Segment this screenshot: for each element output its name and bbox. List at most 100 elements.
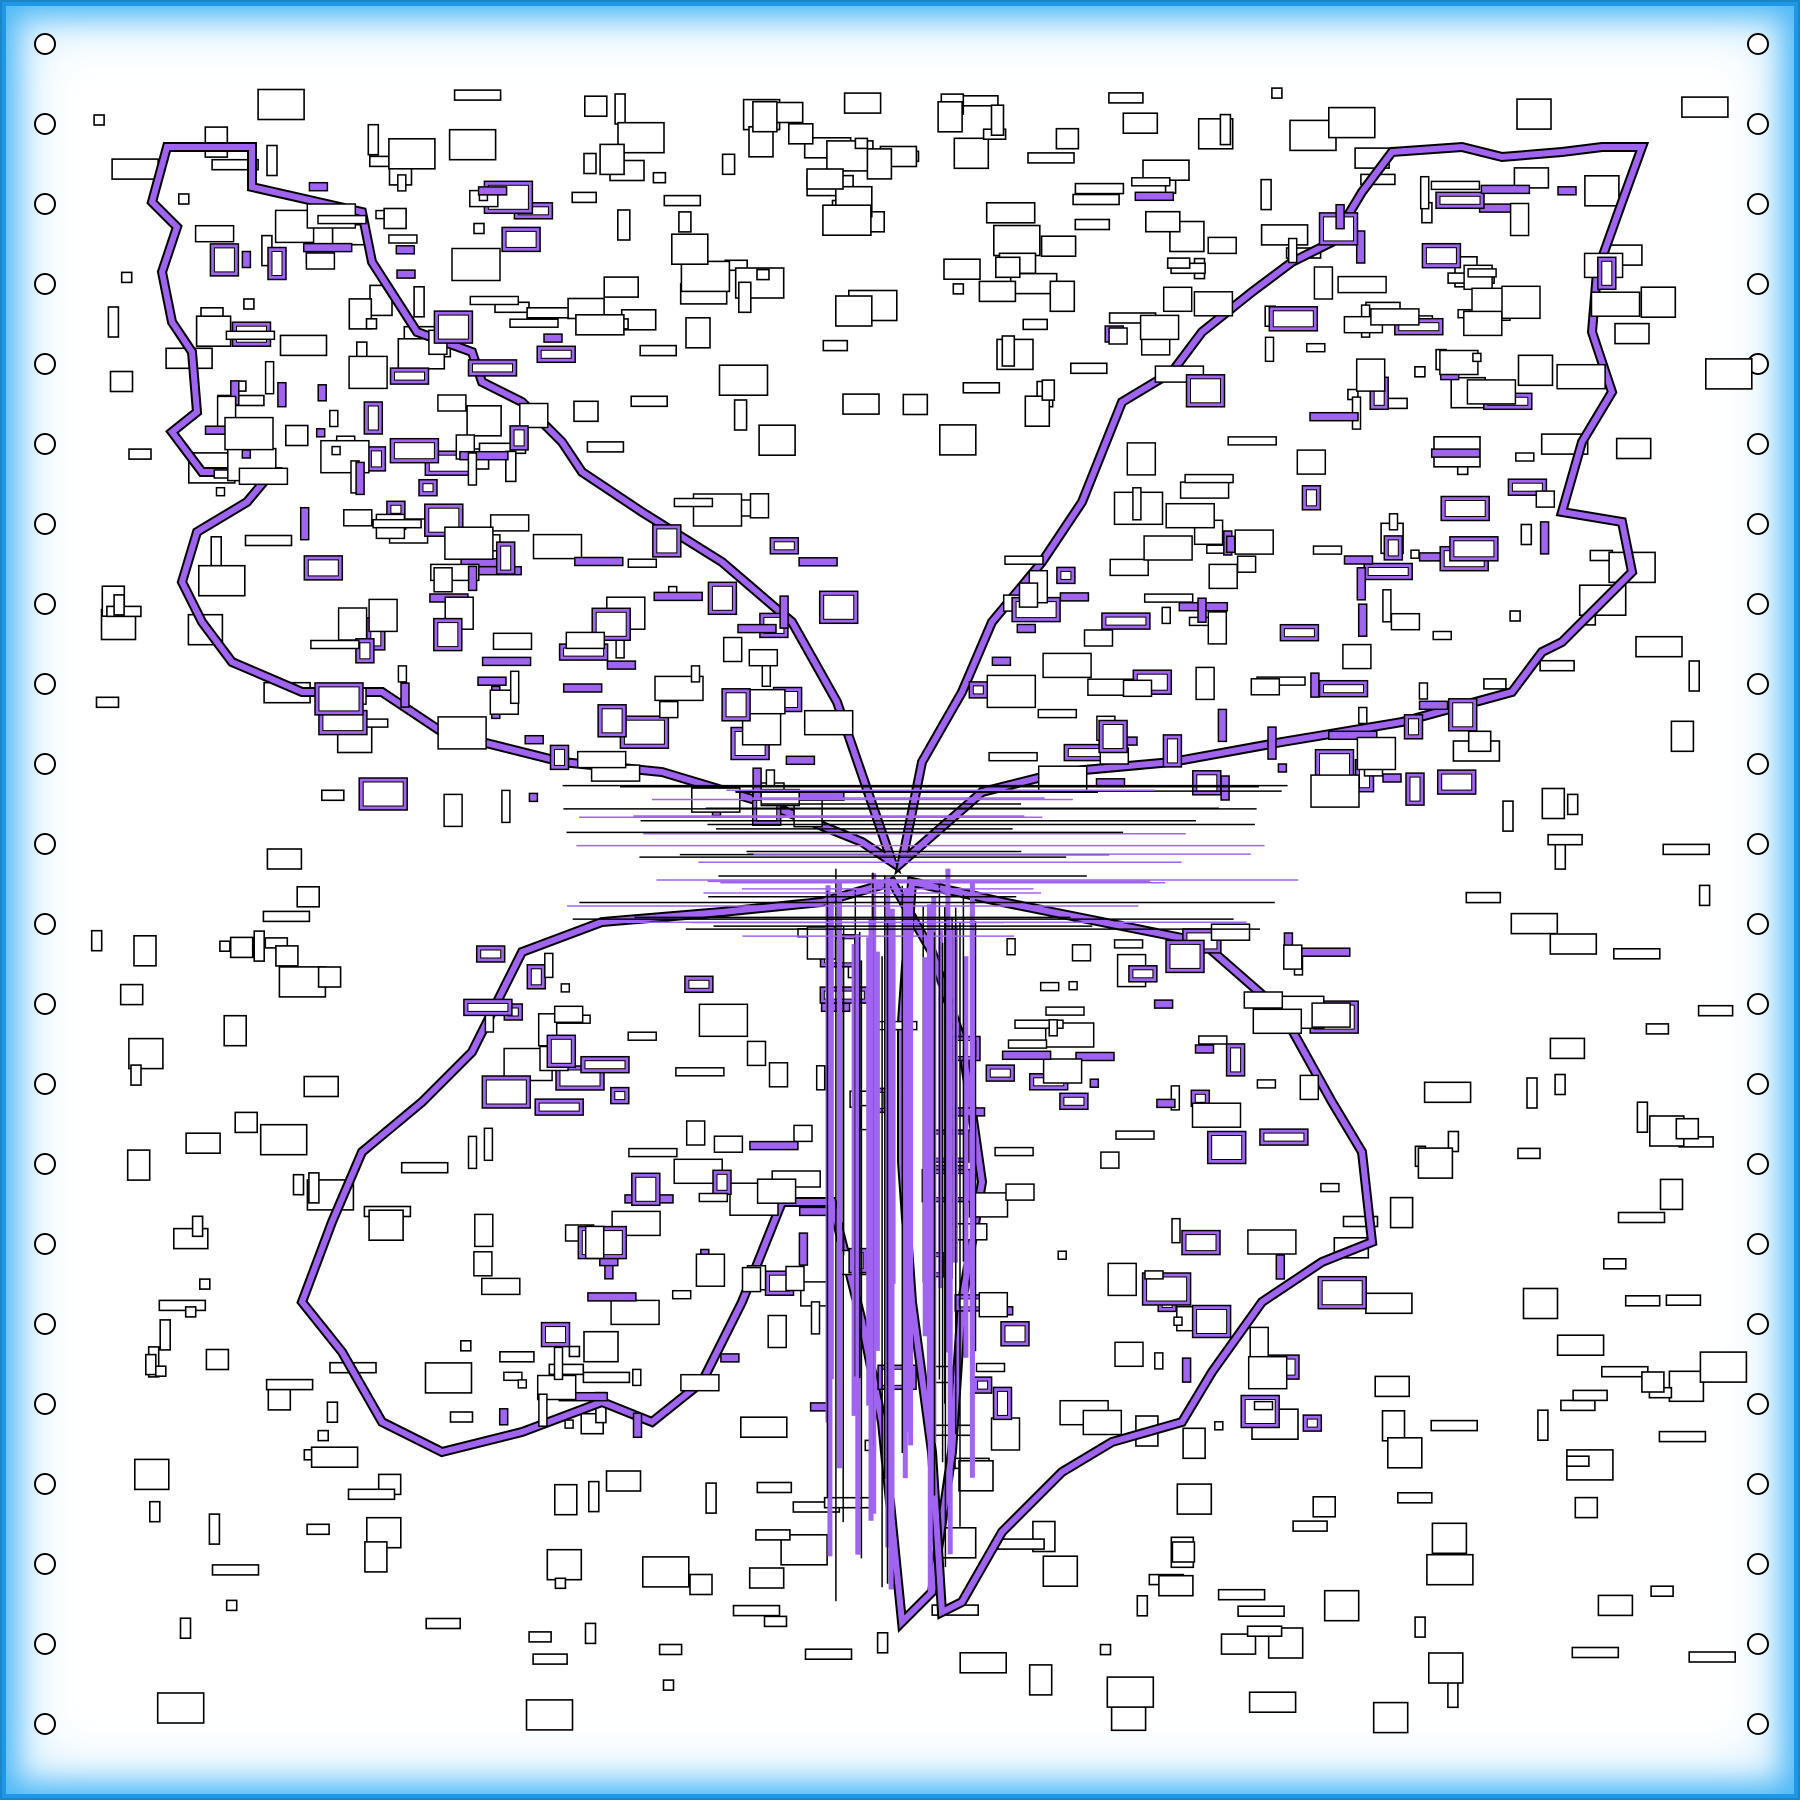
circuit-box-inner xyxy=(1408,718,1419,736)
circuit-box xyxy=(215,486,226,497)
outline-box xyxy=(388,138,436,170)
circuit-box xyxy=(241,449,252,459)
outline-box xyxy=(1520,523,1533,546)
circuit-box xyxy=(779,595,789,629)
outline-box xyxy=(739,1416,788,1438)
circuit-box-inner xyxy=(977,1380,989,1390)
circuit-box xyxy=(224,416,274,451)
outline-box xyxy=(257,88,305,121)
circuit-box xyxy=(1539,521,1550,555)
circuit-box xyxy=(498,1408,509,1426)
circuit-box-inner xyxy=(554,748,565,766)
circuit-box xyxy=(343,509,373,527)
outline-box xyxy=(652,171,667,184)
circuit-box xyxy=(722,636,743,663)
outline-box xyxy=(1614,322,1650,345)
hole xyxy=(1747,1393,1769,1415)
outline-box xyxy=(1374,1375,1410,1398)
circuit-box xyxy=(459,450,509,461)
circuit-box xyxy=(1083,629,1114,647)
outline-box xyxy=(1041,379,1056,401)
outline-box xyxy=(582,1371,631,1384)
circuit-box xyxy=(1100,1151,1120,1169)
hole xyxy=(34,353,56,375)
hole xyxy=(34,833,56,855)
circuit-box xyxy=(991,656,1012,667)
circuit-box xyxy=(1306,342,1326,353)
outline-box xyxy=(758,424,796,457)
outline-box xyxy=(1526,1077,1538,1109)
outline-box xyxy=(992,224,1041,257)
circuit-box xyxy=(698,1192,729,1203)
circuit-box xyxy=(528,792,539,803)
outline-box xyxy=(721,153,736,176)
circuit-box xyxy=(1139,314,1180,341)
circuit-box-inner xyxy=(213,247,235,273)
outline-box xyxy=(756,268,770,281)
outline-box xyxy=(1539,659,1575,672)
circuit-box xyxy=(1556,363,1606,390)
circuit-box xyxy=(1337,275,1387,294)
circuit-box xyxy=(1131,177,1171,187)
circuit-box-inner xyxy=(1063,1096,1085,1106)
hole xyxy=(1747,113,1769,135)
outline-box xyxy=(822,204,872,236)
outline-box xyxy=(1549,933,1598,955)
circuit-box xyxy=(517,1379,528,1389)
outline-box xyxy=(854,137,869,150)
circuit-box-inner xyxy=(1185,1234,1217,1252)
circuit-box xyxy=(765,769,776,787)
outline-box xyxy=(1560,1399,1596,1412)
outline-box xyxy=(1513,167,1550,189)
circuit-box xyxy=(810,1301,821,1335)
circuit-box xyxy=(1082,1409,1123,1436)
circuit-box-inner xyxy=(1387,539,1399,557)
outline-box xyxy=(953,137,990,170)
hole xyxy=(34,913,56,935)
circuit-box-inner xyxy=(467,1002,509,1012)
circuit-box xyxy=(1162,286,1193,313)
outline-box xyxy=(1072,193,1120,206)
circuit-box xyxy=(1236,555,1257,573)
circuit-box xyxy=(477,676,507,686)
outline-box xyxy=(178,193,190,205)
circuit-box xyxy=(1115,1130,1155,1140)
circuit-box xyxy=(1114,1341,1144,1368)
circuit-box xyxy=(1328,730,1378,741)
circuit-box xyxy=(310,639,360,650)
outline-box xyxy=(1271,87,1283,99)
circuit-box xyxy=(1439,349,1479,376)
outline-box xyxy=(685,316,711,349)
outline-box xyxy=(680,260,731,293)
circuit-box-inner xyxy=(725,692,747,718)
circuit-box xyxy=(1207,611,1228,645)
circuit-box xyxy=(632,1368,642,1387)
circuit-box xyxy=(628,1147,678,1158)
hole xyxy=(1747,993,1769,1015)
outline-box xyxy=(223,1014,247,1047)
outline-box xyxy=(938,424,977,456)
circuit-box xyxy=(815,1065,826,1091)
circuit-box-inner xyxy=(1425,247,1457,265)
hole xyxy=(34,673,56,695)
outline-box xyxy=(1554,1073,1566,1096)
circuit-box xyxy=(302,242,353,253)
outline-box xyxy=(1248,1691,1297,1713)
outline-box xyxy=(424,1362,473,1394)
circuit-box xyxy=(627,558,658,568)
outline-box xyxy=(130,1064,142,1086)
outline-box xyxy=(616,209,631,241)
outline-box xyxy=(1668,1370,1705,1403)
circuit-box xyxy=(1057,1250,1067,1260)
outline-box xyxy=(1645,1023,1670,1035)
circuit-box-inner xyxy=(550,1038,572,1064)
circuit-box xyxy=(1165,502,1215,529)
circuit-box xyxy=(433,567,453,593)
outline-box xyxy=(265,1378,314,1391)
circuit-box xyxy=(610,1299,660,1326)
circuit-box xyxy=(492,632,533,651)
hole xyxy=(34,193,56,215)
outline-box xyxy=(1659,1178,1684,1211)
outline-box xyxy=(453,89,502,101)
circuit-box xyxy=(1283,944,1303,970)
